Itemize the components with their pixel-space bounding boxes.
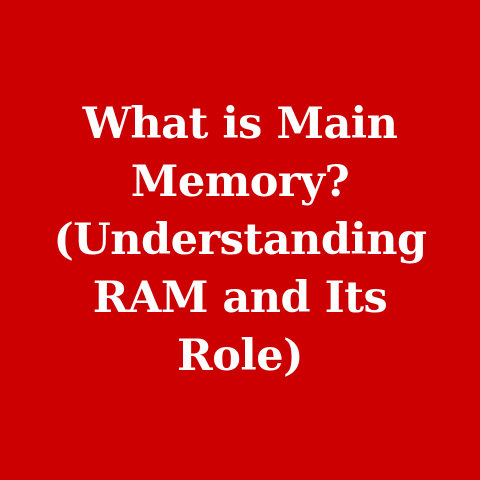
page-title: What is Main Memory? (Understanding RAM … — [20, 95, 460, 385]
title-line: Memory? — [130, 157, 350, 207]
title-line: RAM and Its — [92, 273, 388, 323]
title-line: Role) — [177, 331, 303, 381]
title-line: What is Main — [82, 99, 398, 149]
title-line: (Understanding — [53, 215, 427, 265]
